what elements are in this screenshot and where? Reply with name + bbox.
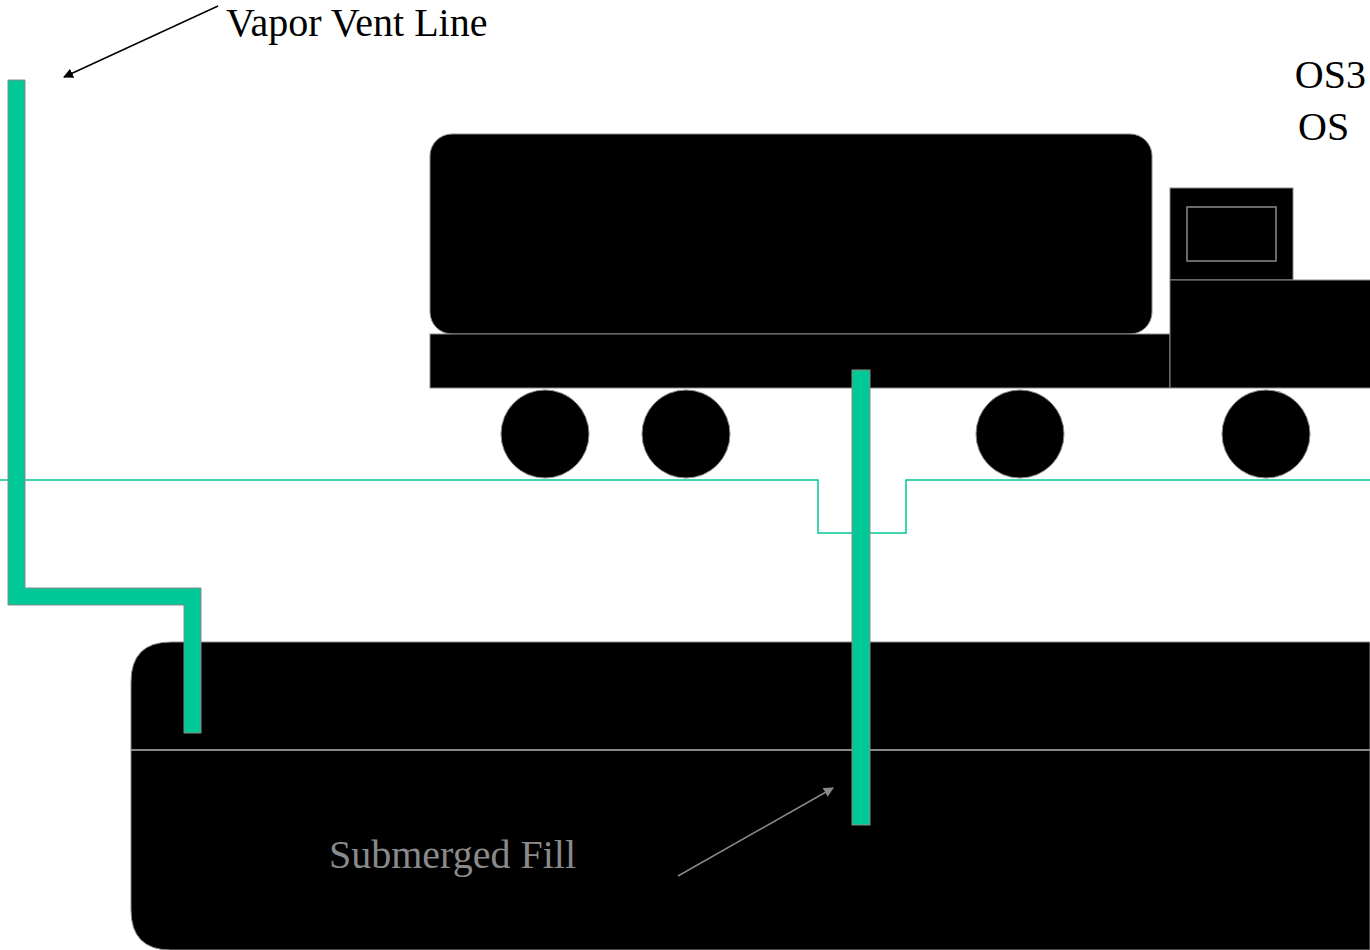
truck-tank [430, 134, 1152, 334]
truck-cab [1170, 188, 1293, 280]
vapor-vent-pipe [8, 80, 201, 733]
part-label: OS [1298, 104, 1349, 150]
leader-line [678, 788, 833, 876]
part-label: OS3 [1295, 52, 1366, 98]
truck-window [1187, 207, 1276, 261]
storage-tank [131, 642, 1370, 950]
fill-pipe [852, 370, 870, 825]
node-label: Submerged Fill [329, 832, 576, 878]
truck-chassis [430, 334, 1170, 388]
wheel [642, 390, 730, 478]
wheel [501, 390, 589, 478]
ground-line [0, 480, 1370, 533]
leader-line [64, 6, 218, 77]
tank-region: Submerged Fill [131, 642, 1370, 950]
wheel [976, 390, 1064, 478]
wheel [1222, 390, 1310, 478]
liquid-level [131, 749, 1370, 751]
truck-hood [1170, 280, 1370, 388]
part-label: Vapor Vent Line [226, 0, 487, 46]
